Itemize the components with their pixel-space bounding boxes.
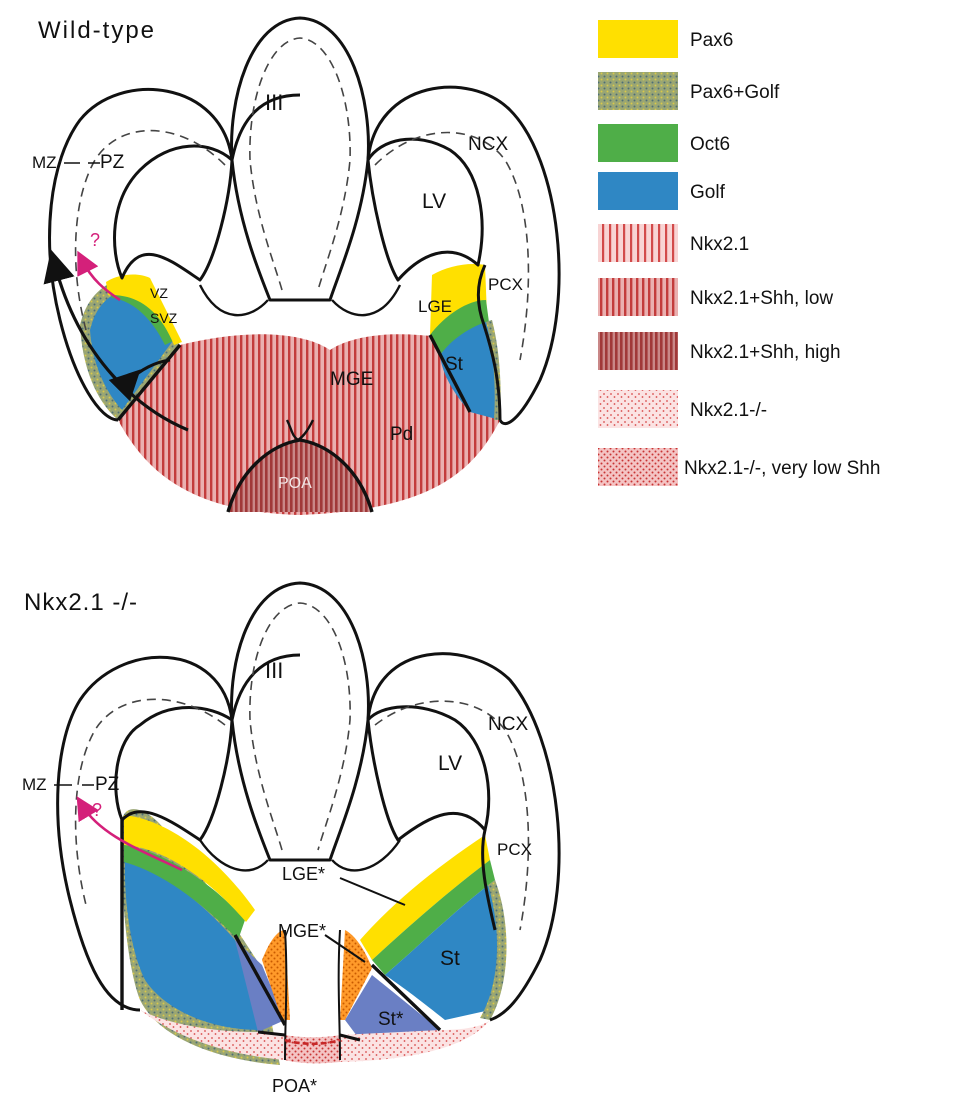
region-poa-ko-low [285, 1035, 340, 1063]
panel-nkx21-knockout: Nkx2.1 -/- [22, 583, 559, 1096]
legend-item-pax6-golf: Pax6+Golf [598, 72, 780, 110]
legend-label: Pax6 [690, 30, 733, 51]
label-third-ventricle: III [265, 90, 283, 115]
legend-label: Nkx2.1-/-, very low Shh [684, 458, 880, 479]
outline-inner-right-ko [368, 707, 489, 840]
legend-item-nkx21-shh-high: Nkx2.1+Shh, high [598, 332, 841, 370]
label-pcx-ko: PCX [497, 840, 532, 859]
label-st2-ko: St* [378, 1009, 404, 1030]
label-mge: MGE [330, 369, 373, 390]
label-mz: MZ [32, 153, 57, 172]
label-lv: LV [422, 190, 446, 213]
legend-item-nkx21-shh-low: Nkx2.1+Shh, low [598, 278, 833, 316]
outline-third-ventricle [232, 18, 369, 300]
label-poa: POA [278, 475, 312, 492]
label-third-ventricle-ko: III [265, 658, 283, 683]
legend-label: Nkx2.1+Shh, low [690, 288, 833, 309]
label-vz: VZ [150, 285, 168, 301]
label-mge-ko: MGE* [278, 921, 326, 941]
outline-inner-left [115, 146, 232, 280]
legend-label: Oct6 [690, 134, 730, 155]
label-svz: SVZ [150, 310, 178, 326]
label-lge-ko: LGE* [282, 864, 325, 884]
panel-title-wild-type: Wild-type [38, 17, 156, 44]
label-ncx-ko: NCX [488, 714, 528, 735]
legend-label: Pax6+Golf [690, 82, 780, 103]
label-ncx: NCX [468, 134, 508, 155]
label-poa-ko: POA* [272, 1076, 317, 1096]
legend-label: Golf [690, 182, 726, 203]
legend-item-oct6: Oct6 [598, 124, 730, 162]
legend-item-pax6: Pax6 [598, 20, 733, 58]
legend-label: Nkx2.1-/- [690, 400, 767, 421]
label-st-ko: St [440, 947, 460, 970]
legend: Pax6 Pax6+Golf Oct6 Golf Nkx2.1 Nkx2.1+S… [598, 20, 880, 486]
label-question: ? [90, 230, 100, 250]
legend-label: Nkx2.1 [690, 234, 749, 255]
label-question-ko: ? [92, 800, 102, 820]
label-pcx: PCX [488, 275, 523, 294]
label-lv-ko: LV [438, 752, 462, 775]
label-lge: LGE [418, 297, 452, 316]
label-pz-ko: PZ [95, 774, 120, 795]
label-mz-ko: MZ [22, 775, 47, 794]
label-pd: Pd [390, 424, 413, 445]
panel-wild-type: Wild-type [32, 17, 559, 515]
legend-item-nkx21: Nkx2.1 [598, 224, 749, 262]
outline-third-ventricle-ko [232, 583, 369, 860]
label-st: St [445, 354, 464, 375]
label-pz: PZ [100, 152, 125, 173]
legend-item-golf: Golf [598, 172, 726, 210]
legend-item-nkx21-ko-low-shh: Nkx2.1-/-, very low Shh [598, 448, 880, 486]
panel-title-nkx21-ko: Nkx2.1 -/- [24, 589, 138, 616]
legend-label: Nkx2.1+Shh, high [690, 342, 841, 363]
legend-item-nkx21-ko: Nkx2.1-/- [598, 390, 767, 428]
